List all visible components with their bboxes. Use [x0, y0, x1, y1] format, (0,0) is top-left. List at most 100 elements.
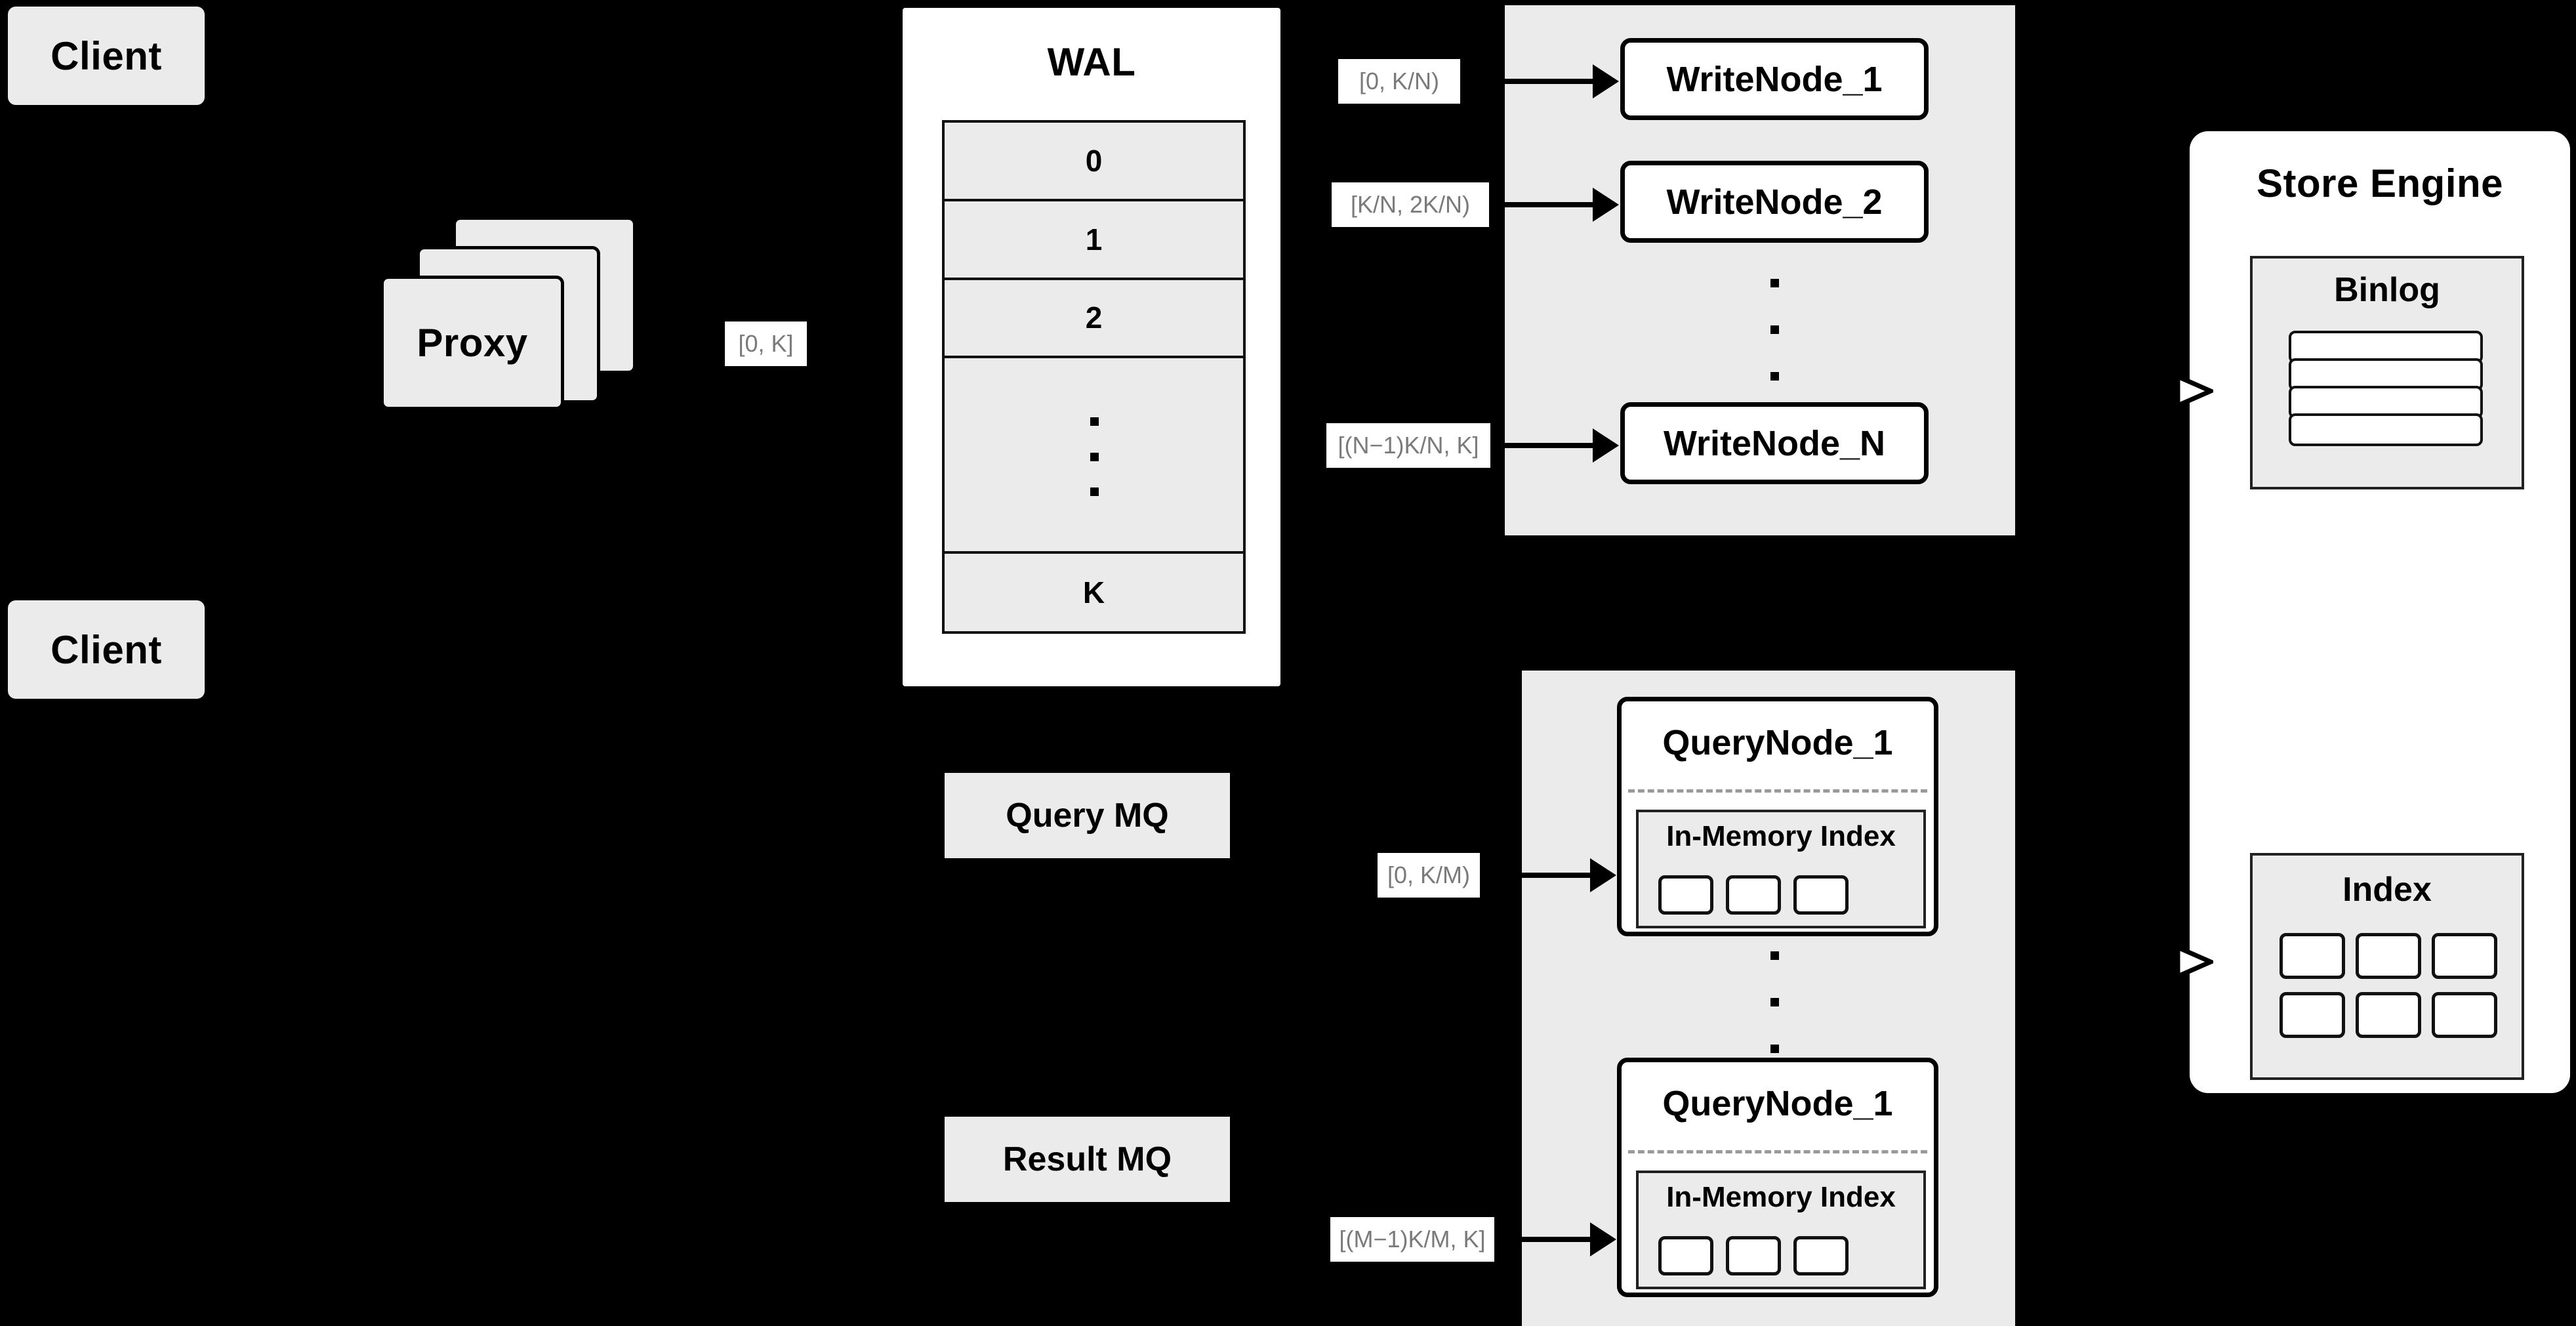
- write-node-n-label: WriteNode_N: [1663, 423, 1886, 463]
- index-box: Index: [2250, 853, 2524, 1080]
- binlog-title-text: Binlog: [2334, 271, 2440, 309]
- query-node-2-label: QueryNode_1: [1662, 1084, 1893, 1123]
- query-node-2[interactable]: QueryNode_1 In-Memory Index: [1617, 1058, 1938, 1297]
- wal-ellipsis-dot-2: [1090, 452, 1099, 461]
- range-label-writenode-2: [K/N, 2K/N): [1332, 182, 1489, 227]
- index-cell-1: [2280, 933, 2345, 979]
- query-node-1-inmemory-index: In-Memory Index: [1636, 810, 1926, 928]
- store-engine-title: Store Engine: [2190, 161, 2570, 206]
- query-node-1-index-cell-1: [1658, 875, 1713, 915]
- arrow-head-querynode-1: [1590, 858, 1616, 892]
- range-label-writenode-1: [0, K/N): [1338, 59, 1460, 104]
- result-mq-box[interactable]: Result MQ: [945, 1117, 1230, 1202]
- query-node-1-inmemory-index-title-text: In-Memory Index: [1666, 820, 1896, 852]
- query-node-2-inmemory-index: In-Memory Index: [1636, 1171, 1926, 1289]
- wal-cell-ellipsis: [945, 358, 1243, 554]
- write-node-2-label: WriteNode_2: [1666, 182, 1883, 222]
- query-node-1-index-cell-3: [1793, 875, 1849, 915]
- wal-cell-k-text: K: [1082, 575, 1105, 610]
- wal-cell-0: 0: [945, 123, 1243, 201]
- range-label-proxy-to-wal: [0, K]: [725, 321, 807, 366]
- query-node-2-inmemory-index-title-text: In-Memory Index: [1666, 1181, 1896, 1213]
- arrow-line-to-index: [2156, 959, 2180, 963]
- index-cell-3: [2432, 933, 2497, 979]
- wal-cell-k: K: [945, 554, 1243, 632]
- arrow-line-querynode-1: [1494, 873, 1591, 878]
- query-node-2-index-cell-3: [1793, 1236, 1849, 1275]
- write-ellipsis-dot-1: [1770, 279, 1779, 287]
- arrow-head-writenode-2: [1593, 188, 1619, 222]
- client-label-1: Client: [51, 33, 162, 78]
- query-cluster-ellipsis-dots: [1770, 951, 1779, 1053]
- index-title: Index: [2253, 856, 2522, 909]
- write-node-1[interactable]: WriteNode_1: [1620, 38, 1929, 120]
- query-node-2-inmemory-index-title: In-Memory Index: [1639, 1173, 1923, 1214]
- index-cell-5: [2356, 992, 2421, 1038]
- write-node-n[interactable]: WriteNode_N: [1620, 402, 1929, 484]
- range-label-proxy-to-wal-text: [0, K]: [738, 330, 794, 357]
- query-node-2-index-cell-2: [1726, 1236, 1781, 1275]
- write-ellipsis-dot-3: [1770, 372, 1779, 381]
- query-node-1-divider: [1628, 789, 1927, 793]
- index-cell-6: [2432, 992, 2497, 1038]
- arrow-line-to-binlog: [2156, 388, 2180, 392]
- query-mq-label: Query MQ: [1006, 797, 1169, 835]
- query-ellipsis-dot-3: [1770, 1045, 1779, 1053]
- proxy-label: Proxy: [417, 321, 528, 365]
- proxy-card-front[interactable]: Proxy: [380, 276, 564, 410]
- range-label-querynode-2: [(M−1)K/M, K]: [1330, 1217, 1494, 1262]
- binlog-box: Binlog: [2250, 256, 2524, 489]
- store-engine-title-text: Store Engine: [2256, 161, 2504, 205]
- wal-ellipsis-dot-1: [1090, 417, 1099, 426]
- arrow-head-open-binlog: [2177, 373, 2213, 409]
- wal-title: WAL: [899, 39, 1284, 85]
- client-box-2[interactable]: Client: [8, 600, 205, 699]
- range-label-writenode-1-text: [0, K/N): [1359, 68, 1440, 94]
- query-node-2-divider: [1628, 1150, 1927, 1153]
- wal-ellipsis-dot-3: [1090, 487, 1099, 497]
- arrow-head-open-index: [2177, 944, 2213, 980]
- query-node-1-index-cell-2: [1726, 875, 1781, 915]
- query-node-1-inmemory-index-title: In-Memory Index: [1639, 812, 1923, 853]
- wal-cell-2-text: 2: [1085, 300, 1103, 335]
- arrow-line-writenode-2: [1494, 202, 1594, 207]
- range-label-querynode-1: [0, K/M): [1378, 853, 1480, 898]
- index-cell-2: [2356, 933, 2421, 979]
- binlog-row-4: [2289, 413, 2483, 446]
- query-node-1[interactable]: QueryNode_1 In-Memory Index: [1617, 697, 1938, 936]
- query-node-1-label-wrap: QueryNode_1: [1622, 701, 1934, 763]
- write-node-2[interactable]: WriteNode_2: [1620, 161, 1929, 243]
- wal-ellipsis-dots: [1090, 417, 1099, 497]
- write-cluster-ellipsis-dots: [1770, 279, 1779, 381]
- arrow-line-writenode-n: [1494, 443, 1594, 448]
- wal-cell-2: 2: [945, 280, 1243, 359]
- write-ellipsis-dot-2: [1770, 325, 1779, 334]
- write-node-1-label: WriteNode_1: [1666, 59, 1883, 99]
- proxy-group[interactable]: Proxy: [380, 217, 676, 433]
- arrow-head-querynode-2: [1590, 1222, 1616, 1256]
- query-mq-box[interactable]: Query MQ: [945, 773, 1230, 858]
- wal-cell-1-text: 1: [1085, 222, 1103, 257]
- query-ellipsis-dot-2: [1770, 998, 1779, 1006]
- query-node-2-index-cell-1: [1658, 1236, 1713, 1275]
- index-cell-4: [2280, 992, 2345, 1038]
- query-ellipsis-dot-1: [1770, 951, 1779, 960]
- wal-cell-stack: 0 1 2 K: [942, 120, 1246, 634]
- range-label-writenode-2-text: [K/N, 2K/N): [1350, 191, 1471, 218]
- arrow-head-writenode-1: [1593, 64, 1619, 98]
- range-label-querynode-2-text: [(M−1)K/M, K]: [1339, 1226, 1486, 1253]
- client-box-1[interactable]: Client: [8, 7, 205, 105]
- arrow-line-writenode-1: [1494, 79, 1594, 84]
- arrow-head-writenode-n: [1593, 428, 1619, 463]
- binlog-row-1: [2289, 331, 2483, 363]
- query-node-1-label: QueryNode_1: [1662, 723, 1893, 762]
- client-label-2: Client: [51, 627, 162, 672]
- index-title-text: Index: [2342, 871, 2432, 909]
- wal-title-text: WAL: [1047, 40, 1136, 84]
- binlog-title: Binlog: [2253, 259, 2522, 310]
- range-label-writenode-n-text: [(N−1)K/N, K]: [1338, 432, 1479, 459]
- range-label-writenode-n: [(N−1)K/N, K]: [1326, 423, 1490, 468]
- wal-cell-0-text: 0: [1085, 143, 1103, 178]
- wal-cell-1: 1: [945, 201, 1243, 280]
- range-label-querynode-1-text: [0, K/M): [1387, 861, 1471, 888]
